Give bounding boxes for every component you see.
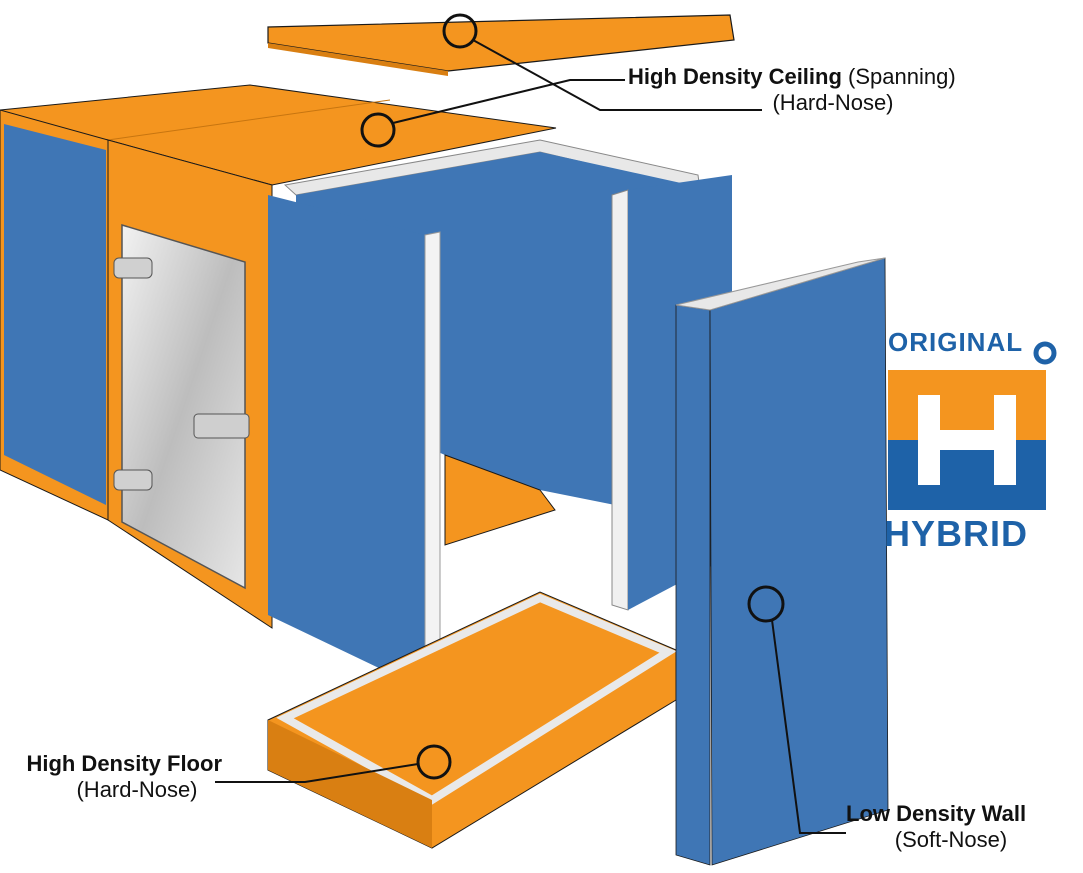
ceiling-panel	[267, 14, 735, 76]
callout-floor-icon	[215, 744, 452, 783]
wall-label-type: (Soft-Nose)	[894, 827, 1008, 852]
logo-top-word: ORIGINAL	[888, 327, 1024, 357]
assembled-cooler-box	[0, 84, 557, 629]
original-hybrid-logo: ORIGINAL HYBRID	[878, 325, 1058, 554]
logo-ring-icon	[1033, 341, 1057, 365]
callout-ceiling-assembled-icon	[360, 79, 625, 148]
low-density-wall-panel	[675, 257, 889, 866]
door-handle-icon	[193, 413, 250, 439]
ceiling-label-name: High Density Ceiling	[628, 64, 842, 89]
wall-callout-label: Low Density Wall (Soft-Nose)	[846, 801, 1056, 853]
ceiling-label-type: (Hard-Nose)	[772, 90, 894, 115]
callout-wall-icon	[747, 585, 846, 834]
door-hinge-icon	[113, 257, 153, 491]
front-left-wall-panel	[268, 195, 441, 691]
floor-label-name: High Density Floor	[26, 751, 222, 776]
logo-bottom-word: HYBRID	[884, 513, 1029, 554]
floor-label-type: (Hard-Nose)	[76, 777, 198, 802]
cooler-door	[121, 223, 246, 590]
callout-ceiling-icon	[442, 13, 762, 111]
ceiling-callout-label: High Density Ceiling (Spanning) (Hard-No…	[628, 64, 956, 116]
wall-label-name: Low Density Wall	[846, 801, 1027, 826]
floor-callout-label: High Density Floor (Hard-Nose)	[12, 751, 222, 803]
logo-h-mark	[888, 341, 1057, 510]
ceiling-label-note: (Spanning)	[848, 64, 956, 89]
